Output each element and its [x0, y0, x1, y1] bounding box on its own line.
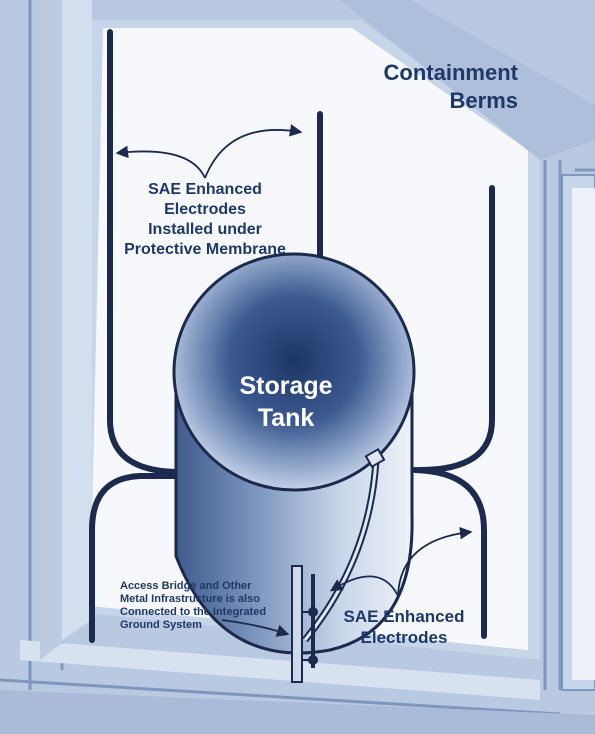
top-electrodes-line3: Installed under	[148, 221, 262, 238]
top-electrodes-line2: Electrodes	[164, 201, 246, 218]
arrow-bottom-left	[329, 575, 399, 597]
bottom-electrodes-line1: SAE Enhanced	[344, 607, 465, 626]
tank-label-line2: Tank	[258, 404, 315, 432]
arrow-bridge	[221, 619, 290, 637]
bottom-berm	[0, 640, 595, 734]
bridge-line2: Metal Infrastructure is also	[120, 593, 260, 605]
bridge-line3: Connected to the Integrated	[120, 606, 266, 618]
berms-label: Containment Berms	[384, 60, 519, 113]
access-bridge	[291, 565, 318, 683]
top-berm	[340, 0, 595, 160]
bridge-line1: Access Bridge and Other	[120, 580, 252, 592]
top-electrodes-label: SAE Enhanced Electrodes Installed under …	[124, 181, 286, 258]
storage-tank	[172, 252, 416, 655]
right-berm	[561, 174, 595, 691]
top-electrodes-line4: Protective Membrane	[124, 241, 286, 258]
electrode-right-lower	[412, 467, 487, 639]
arrow-top-left	[115, 145, 206, 179]
electrode-left-upper	[107, 29, 178, 475]
arrow-top-right	[204, 124, 303, 179]
electrode-right-upper	[417, 185, 495, 473]
bridge-label: Access Bridge and Other Metal Infrastruc…	[120, 580, 266, 631]
bottom-electrodes-label: SAE Enhanced Electrodes	[344, 607, 465, 647]
berms-label-line2: Berms	[450, 88, 518, 113]
arrow-bottom-right	[397, 526, 473, 597]
tank-label: Storage Tank	[239, 372, 332, 432]
berms-label-line1: Containment	[384, 60, 519, 85]
arrows	[115, 124, 473, 637]
tank-label-line1: Storage	[239, 372, 332, 400]
bottom-electrodes-line2: Electrodes	[361, 628, 448, 647]
electrodes	[89, 29, 495, 643]
electrode-left-lower	[89, 473, 183, 643]
top-electrodes-line1: SAE Enhanced	[148, 181, 262, 198]
bridge-line4: Ground System	[120, 619, 202, 631]
